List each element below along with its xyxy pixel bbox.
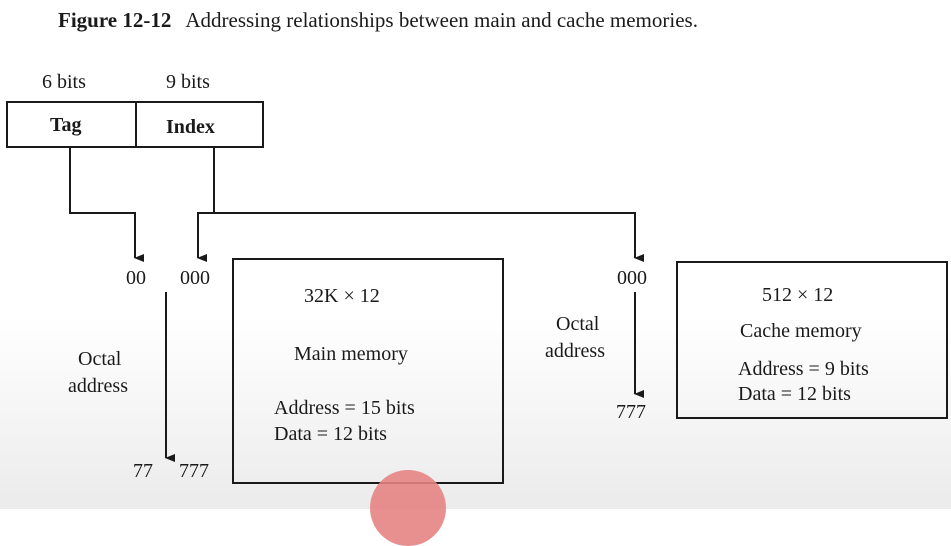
cursor-marker <box>370 470 446 546</box>
cache-axis-label-line2: address <box>545 340 605 362</box>
tag-field: Tag <box>6 101 137 148</box>
connector-lines <box>69 148 644 462</box>
main-memory-box: 32K × 12 Main memory Address = 15 bits D… <box>232 258 504 484</box>
main-start-tag: 00 <box>126 267 146 289</box>
main-memory-size: 32K × 12 <box>304 285 380 307</box>
cache-memory-size: 512 × 12 <box>762 284 834 306</box>
main-memory-address-bits: Address = 15 bits <box>274 397 415 419</box>
figure-title: Figure 12-12 Addressing relationships bet… <box>58 10 698 31</box>
index-bits-label: 9 bits <box>166 71 210 93</box>
main-end-index: 777 <box>179 460 209 482</box>
address-format-box: Tag Index <box>6 101 264 148</box>
main-axis-label-line1: Octal <box>78 348 122 370</box>
main-start-index: 000 <box>180 267 210 289</box>
cache-end-index: 777 <box>616 401 646 423</box>
cache-memory-name: Cache memory <box>740 320 862 342</box>
cache-memory-data-bits: Data = 12 bits <box>738 383 851 405</box>
cache-start-index: 000 <box>617 267 647 289</box>
main-memory-name: Main memory <box>294 343 408 365</box>
tag-to-main-arrow <box>69 148 144 262</box>
cache-axis-label-line1: Octal <box>556 313 600 335</box>
figure-number: Figure 12-12 <box>58 8 172 32</box>
main-memory-data-bits: Data = 12 bits <box>274 423 387 445</box>
tag-bits-label: 6 bits <box>42 71 86 93</box>
tag-field-label: Tag <box>50 114 82 136</box>
cache-memory-box: 512 × 12 Cache memory Address = 9 bits D… <box>676 261 948 419</box>
figure-caption: Addressing relationships between main an… <box>185 8 698 32</box>
main-axis-label-line2: address <box>68 375 128 397</box>
cache-memory-address-bits: Address = 9 bits <box>738 358 869 380</box>
index-to-main-arrow <box>197 148 215 262</box>
main-end-tag: 77 <box>133 460 153 482</box>
index-to-cache-arrow <box>214 212 644 262</box>
index-field-label: Index <box>166 116 215 138</box>
